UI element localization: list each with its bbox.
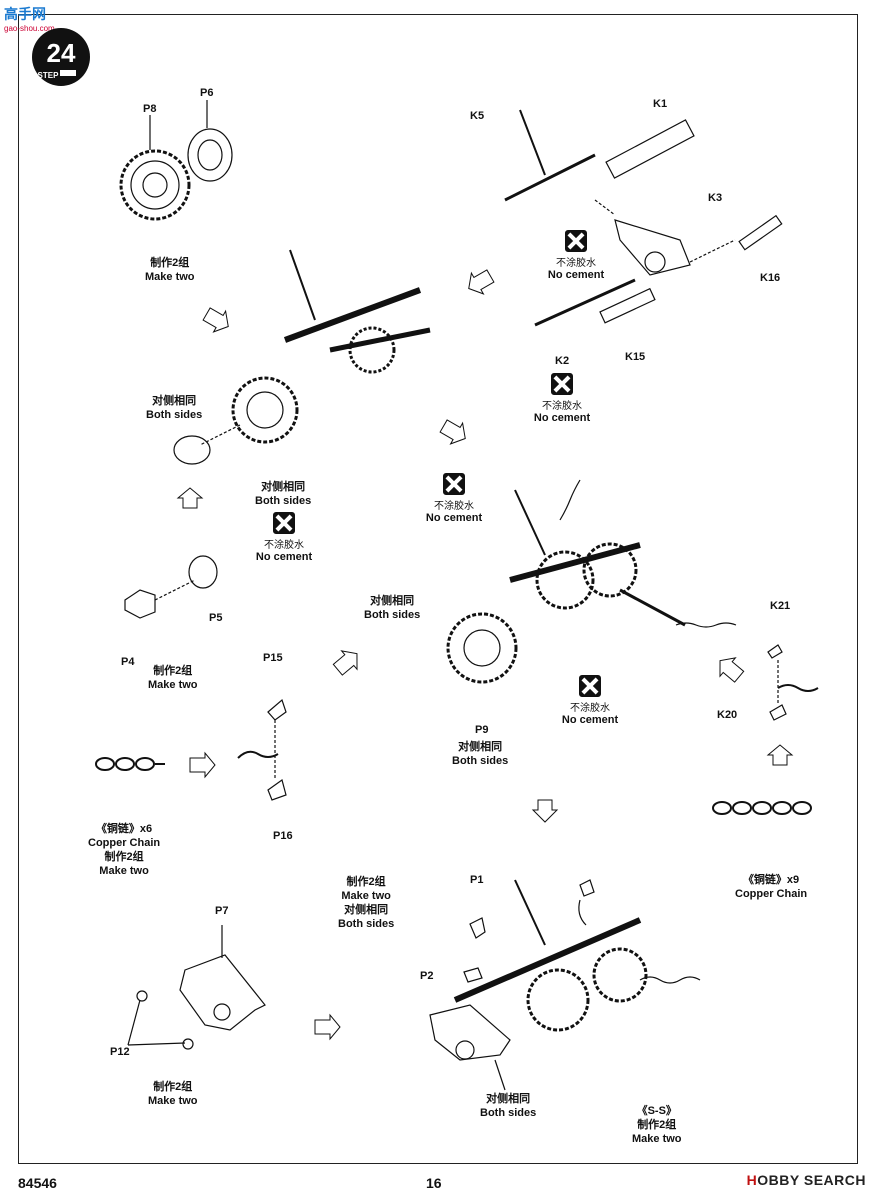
part-label-p1: P1 (470, 874, 484, 886)
flow-arrows (176, 269, 794, 1041)
k-parts-drawing (504, 109, 783, 327)
copper-chain-right-drawing (712, 801, 812, 815)
page-number: 16 (426, 1175, 442, 1191)
part-label-p12: P12 (110, 1046, 130, 1058)
part-label-k21: K21 (770, 600, 791, 612)
step-badge-icon: 24 STEP (32, 28, 90, 86)
bracket-p7-drawing (127, 925, 266, 1050)
part-label-p16: P16 (273, 830, 293, 842)
no-cement-icon (273, 512, 295, 534)
watermark-logo: 高手网 gao-shou.com (4, 6, 55, 33)
axle-assembly-lower-drawing (429, 879, 701, 1091)
gear-p8-drawing (119, 149, 191, 221)
no-cement-icon (579, 675, 601, 697)
axle-assembly-middle-drawing (446, 479, 737, 684)
chain-hook-p15-p16-drawing (237, 698, 287, 801)
step-label: STEP (38, 71, 60, 80)
part-label-p7: P7 (215, 905, 229, 917)
hobby-search-logo: HOBBY SEARCH (746, 1172, 866, 1188)
bushing-p6-drawing (187, 128, 233, 182)
no-cement-icon (565, 230, 587, 252)
part-label-p9: P9 (475, 724, 489, 736)
part-label-k1: K1 (653, 98, 668, 110)
axle-assembly-upper-drawing (173, 249, 431, 465)
page-frame (18, 14, 858, 1164)
part-label-p2: P2 (420, 970, 434, 982)
part-label-k3: K3 (708, 192, 723, 204)
part-label-k20: K20 (717, 709, 738, 721)
part-label-p6: P6 (200, 87, 214, 99)
no-cement-icon (443, 473, 465, 495)
part-label-k2: K2 (555, 355, 570, 367)
part-label-p8: P8 (143, 103, 157, 115)
chain-hook-k20-k21-drawing (767, 644, 819, 721)
kit-number: 84546 (18, 1175, 57, 1191)
no-cement-icon (551, 373, 573, 395)
step-number: 24 (47, 38, 76, 68)
part-label-k16: K16 (760, 272, 781, 284)
part-label-k15: K15 (625, 351, 646, 363)
part-label-p15: P15 (263, 652, 283, 664)
part-label-p4: P4 (121, 656, 135, 668)
copper-chain-left-drawing (95, 757, 165, 771)
part-label-p5: P5 (209, 612, 223, 624)
part-label-k5: K5 (470, 110, 485, 122)
axle-p4-p5-drawing (124, 555, 218, 619)
